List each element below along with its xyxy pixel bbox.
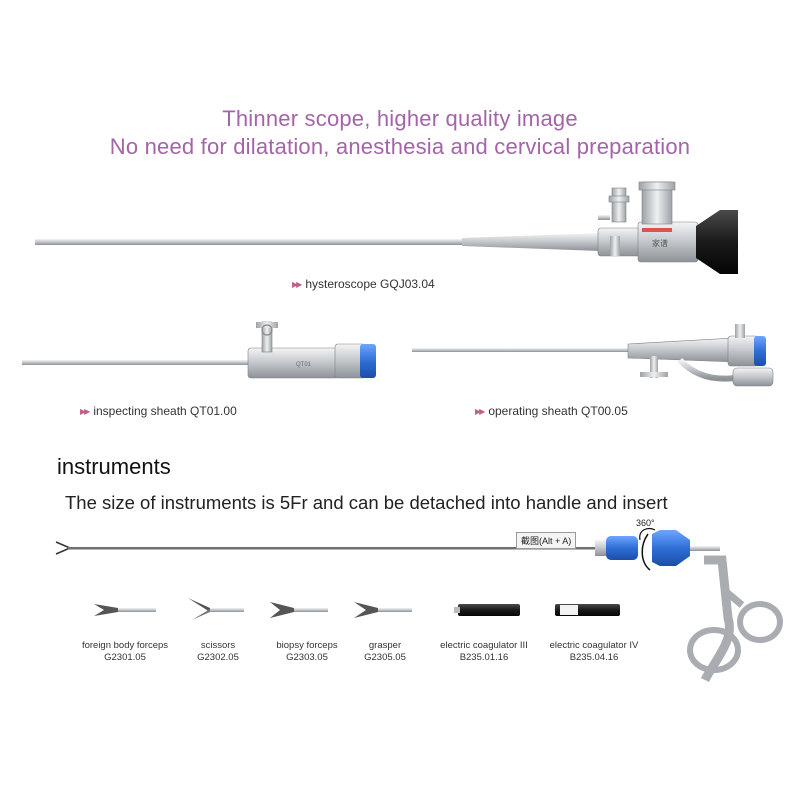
instruments-subtitle: The size of instruments is 5Fr and can b… [65,492,668,513]
coagulator-iv-tip-icon [555,604,620,616]
headline-line-2: No need for dilatation, anesthesia and c… [109,134,691,159]
headline-line-1: Thinner scope, higher quality image [222,106,578,131]
instrument-name: grasper [368,640,402,651]
instrument-code: B235.01.16 [459,652,509,663]
instrument-label: biopsy forceps G2303.05 [262,640,352,664]
instrument-label: electric coagulator IV B235.04.16 [538,640,650,664]
hysteroscope-image: 家谱 [35,181,738,274]
instrument-name: scissors [200,640,236,651]
instrument-name: electric coagulator IV [549,640,639,651]
svg-text:QT01: QT01 [296,362,312,368]
forceps-tip-icon [94,604,156,616]
instrument-label: grasper G2305.05 [348,640,422,664]
instrument-name: electric coagulator III [440,640,528,651]
coagulator-iii-tip-icon [454,604,520,616]
instrument-label: foreign body forceps G2301.05 [70,640,180,664]
instrument-handle-image [55,527,783,683]
instrument-code: G2305.05 [364,652,406,663]
scissors-tip-icon [188,598,244,620]
caption-arrow-icon: ▶▶ [292,280,302,289]
hysteroscope-caption: ▶▶hysteroscope GQJ03.04 [292,277,435,291]
instrument-code: G2303.05 [286,652,328,663]
instrument-code: B235.04.16 [569,652,619,663]
operating-sheath-caption: ▶▶operating sheath QT00.05 [475,404,628,418]
svg-text:家谱: 家谱 [652,238,668,248]
inspecting-sheath-caption: ▶▶inspecting sheath QT01.00 [80,404,237,418]
instrument-name: biopsy forceps [276,640,338,651]
rotation-label: 360° [636,518,655,528]
instrument-name: foreign body forceps [81,640,169,651]
operating-sheath-image [412,324,774,387]
screenshot-tooltip: 截图(Alt + A) [516,532,577,549]
biopsy-forceps-tip-icon [270,602,328,618]
inspecting-sheath-image: QT01 [22,321,376,379]
grasper-tip-icon [354,602,412,618]
instrument-label: electric coagulator III B235.01.16 [428,640,540,664]
instrument-label: scissors G2302.05 [178,640,258,664]
instrument-code: G2301.05 [104,652,146,663]
caption-arrow-icon: ▶▶ [475,407,485,416]
instruments-title: instruments [57,454,171,479]
caption-arrow-icon: ▶▶ [80,407,90,416]
instrument-code: G2302.05 [197,652,239,663]
